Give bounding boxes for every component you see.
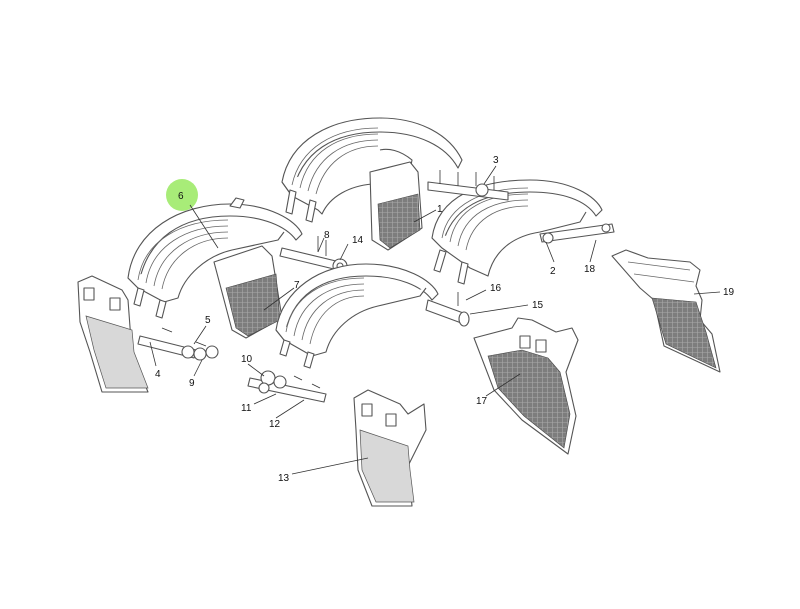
callout-1: 1 bbox=[437, 204, 443, 215]
fender-rear-upper bbox=[281, 117, 463, 223]
callout-7: 7 bbox=[294, 280, 300, 291]
fender-center bbox=[275, 263, 439, 369]
callout-18: 18 bbox=[584, 264, 596, 275]
callout-5: 5 bbox=[205, 315, 211, 326]
fender-left bbox=[127, 197, 303, 319]
mount-bar-12 bbox=[247, 370, 327, 403]
callout-19: 19 bbox=[723, 287, 735, 298]
mudflap-front-left bbox=[77, 275, 149, 393]
mudflap-17 bbox=[473, 317, 579, 455]
mudflap-13 bbox=[353, 389, 427, 507]
leader-lines bbox=[149, 165, 721, 475]
callout-3: 3 bbox=[493, 155, 499, 166]
callout-4: 4 bbox=[155, 369, 161, 380]
mount-bar-3 bbox=[427, 170, 509, 201]
callout-16: 16 bbox=[490, 283, 502, 294]
fender-right bbox=[431, 179, 603, 285]
callout-9: 9 bbox=[189, 378, 195, 389]
callout-6: 6 bbox=[178, 191, 184, 202]
callout-labels: 1 2 3 4 5 6 7 8 9 10 11 12 13 14 15 16 1… bbox=[155, 155, 735, 484]
mount-bar-18 bbox=[539, 223, 615, 244]
callout-15: 15 bbox=[532, 300, 544, 311]
mudflap-7 bbox=[213, 245, 283, 339]
callout-13: 13 bbox=[278, 473, 290, 484]
callout-2: 2 bbox=[550, 266, 556, 277]
mount-bar-4 bbox=[137, 327, 219, 361]
callout-14: 14 bbox=[352, 235, 364, 246]
mount-bar-15 bbox=[425, 292, 470, 327]
callout-8: 8 bbox=[324, 230, 330, 241]
callout-10: 10 bbox=[241, 354, 253, 365]
mudflap-rear-upper bbox=[369, 161, 423, 251]
callout-11: 11 bbox=[241, 403, 252, 414]
highlight-marker bbox=[166, 179, 198, 211]
mudflap-19 bbox=[611, 249, 721, 373]
callout-12: 12 bbox=[269, 419, 281, 430]
callout-17: 17 bbox=[476, 396, 488, 407]
